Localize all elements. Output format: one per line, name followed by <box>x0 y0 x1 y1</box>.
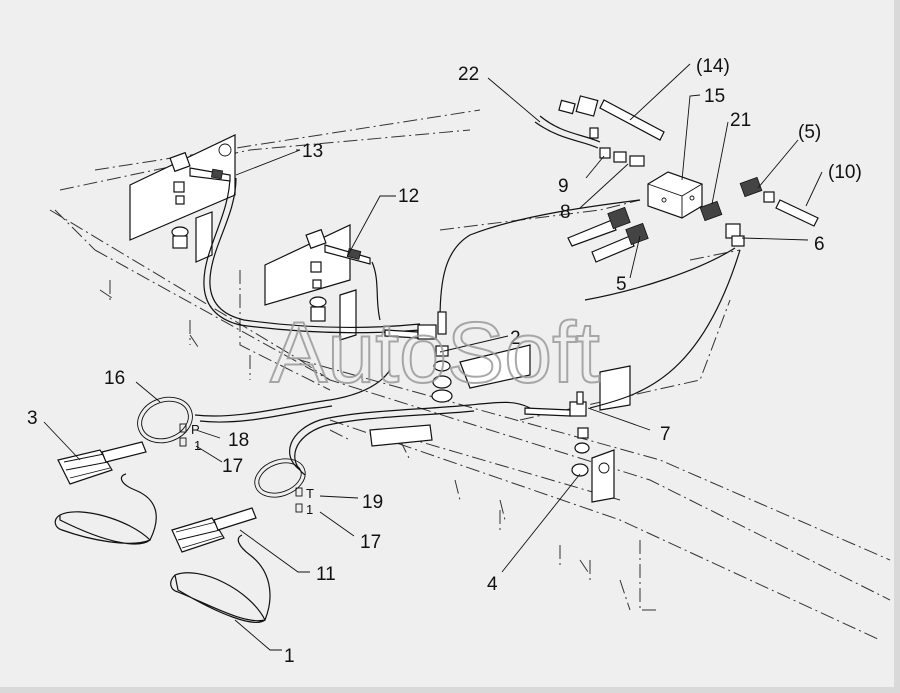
valve-block-15 <box>647 171 703 219</box>
callout-4: 4 <box>487 574 498 595</box>
bracket-plate-2 <box>459 344 531 389</box>
callout-8: 8 <box>560 202 571 223</box>
callout-15: 15 <box>704 86 725 107</box>
callout-18: 18 <box>228 430 249 451</box>
callout-11: 11 <box>316 564 336 585</box>
callout-7: 7 <box>660 424 671 445</box>
callout-17-upper: 17 <box>222 456 243 477</box>
brackets <box>129 134 631 503</box>
callout-5-ref: (5) <box>798 122 821 143</box>
tags: P 1 T 1 <box>179 422 314 517</box>
callout-9: 9 <box>558 176 569 197</box>
fittings <box>169 95 819 477</box>
pipe-part-14 <box>599 99 665 141</box>
tag-1-upper: 1 <box>194 438 201 453</box>
chassis-frame <box>49 109 891 641</box>
callout-16: 16 <box>104 368 125 389</box>
callouts: 1 2 3 4 5 (5) 6 7 8 9 (10) 11 12 13 (14)… <box>27 56 862 667</box>
coupler-3 <box>57 449 113 485</box>
hydraulic-lines <box>194 115 741 476</box>
callout-10-ref: (10) <box>828 162 862 183</box>
callout-22: 22 <box>458 64 479 85</box>
callout-2: 2 <box>510 328 521 349</box>
quick-couplers <box>54 396 306 623</box>
callout-13: 13 <box>302 141 323 162</box>
callout-3: 3 <box>27 408 38 429</box>
tag-t: T <box>306 486 314 501</box>
callout-1: 1 <box>284 646 295 667</box>
callout-14-ref: (14) <box>696 56 730 77</box>
callout-5: 5 <box>616 274 627 295</box>
callout-19: 19 <box>362 492 383 513</box>
watermark: AutoSoft <box>270 305 600 401</box>
callout-6: 6 <box>814 234 825 255</box>
tag-1-lower: 1 <box>306 502 313 517</box>
callout-21: 21 <box>730 110 751 131</box>
tag-p: P <box>191 422 200 437</box>
leader-lines <box>43 63 823 651</box>
callout-12: 12 <box>398 186 419 207</box>
callout-17-lower: 17 <box>360 532 381 553</box>
bracket-plate-4 <box>591 449 615 503</box>
